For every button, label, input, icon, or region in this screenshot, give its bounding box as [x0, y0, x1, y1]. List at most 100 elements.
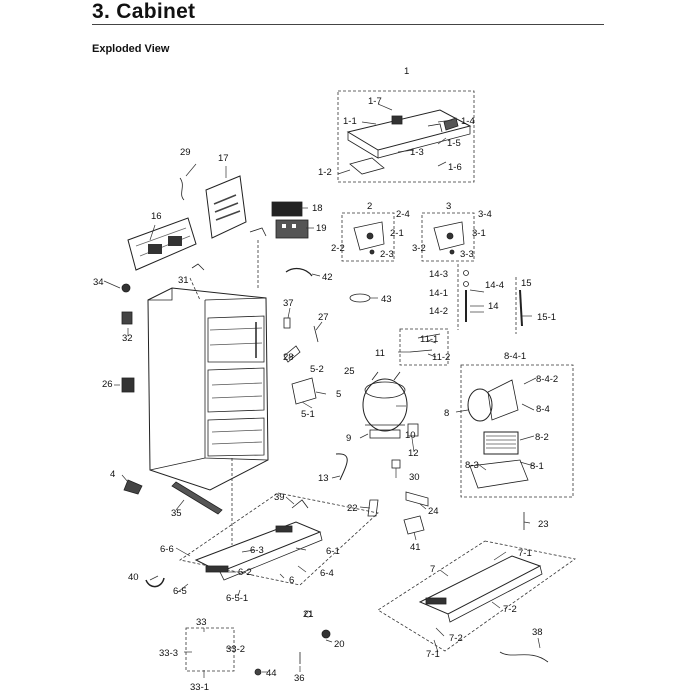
label-8-1: 8-1: [530, 461, 544, 472]
label-22: 22: [347, 503, 358, 514]
label-11-2: 11-2: [432, 352, 450, 363]
label-6-5-1: 6-5-1: [226, 593, 248, 604]
label-3-1: 3-1: [472, 228, 486, 239]
label-14-4: 14-4: [485, 280, 504, 291]
label-25: 25: [344, 366, 355, 377]
label-21: 21: [303, 609, 314, 620]
label-17: 17: [218, 153, 229, 164]
section-subtitle: Exploded View: [92, 43, 170, 55]
assembly-line-31: [189, 277, 201, 301]
label-1-4: 1-4: [461, 116, 475, 127]
label-7-2a: 7-2: [503, 604, 517, 615]
label-2-1: 2-1: [390, 228, 404, 239]
label-5: 5: [336, 389, 341, 400]
label-14-2: 14-2: [429, 306, 448, 317]
label-5-1: 5-1: [301, 409, 315, 420]
label-7-2b: 7-2: [449, 633, 463, 644]
label-36: 36: [294, 673, 305, 684]
label-10: 10: [405, 430, 416, 441]
label-32: 32: [122, 333, 133, 344]
label-31: 31: [178, 275, 189, 286]
label-28: 28: [283, 352, 294, 363]
label-11-1: 11-1: [420, 334, 438, 345]
label-1-5: 1-5: [447, 138, 461, 149]
label-1: 1: [404, 66, 409, 77]
label-19: 19: [316, 223, 327, 234]
label-6-5: 6-5: [173, 586, 187, 597]
wire-29: [179, 177, 185, 201]
label-8-3: 8-3: [465, 460, 479, 471]
label-4: 4: [110, 469, 115, 480]
label-3: 3: [446, 201, 451, 212]
label-33-2: 33-2: [226, 644, 245, 655]
hinge-3: [433, 221, 465, 255]
label-14: 14: [488, 301, 499, 312]
label-9: 9: [346, 433, 351, 444]
assembly-box-2: [341, 212, 395, 262]
label-13: 13: [318, 473, 329, 484]
small-parts: [121, 227, 549, 676]
label-26: 26: [102, 379, 113, 390]
label-6-3: 6-3: [250, 545, 264, 556]
label-7-1a: 7-1: [518, 548, 532, 559]
base-plate-6: [194, 521, 323, 581]
label-6-2: 6-2: [238, 567, 252, 578]
panel-16: [127, 217, 197, 271]
label-6-6: 6-6: [160, 544, 174, 555]
panel-17: [205, 175, 247, 239]
assembly-box-11: [399, 328, 449, 366]
label-34: 34: [93, 277, 104, 288]
label-6-1: 6-1: [326, 546, 340, 557]
title-divider: [92, 24, 604, 25]
label-35: 35: [171, 508, 182, 519]
condenser-8: [467, 379, 529, 489]
label-5-2: 5-2: [310, 364, 324, 375]
label-43: 43: [381, 294, 392, 305]
page-title: 3. Cabinet: [92, 0, 196, 23]
label-41: 41: [410, 542, 421, 553]
label-8-4: 8-4: [536, 404, 550, 415]
base-plate-7: [418, 555, 543, 623]
label-42: 42: [322, 272, 333, 283]
leader-lines: [103, 103, 541, 678]
module-18-19: [271, 201, 309, 239]
assembly-lines-14-15: [457, 264, 517, 334]
label-11: 11: [375, 348, 385, 359]
label-24: 24: [428, 506, 439, 517]
label-7: 7: [430, 564, 435, 575]
label-8: 8: [444, 408, 449, 419]
label-1-6: 1-6: [448, 162, 462, 173]
bracket-1: [346, 109, 472, 175]
label-29: 29: [180, 147, 191, 158]
assembly-boxes: [178, 90, 576, 672]
label-15: 15: [521, 278, 532, 289]
label-38: 38: [532, 627, 543, 638]
assembly-box-7: [377, 540, 576, 652]
label-1-7: 1-7: [368, 96, 382, 107]
hinge-2: [353, 221, 385, 255]
label-23: 23: [538, 519, 549, 530]
assembly-box-33: [185, 627, 235, 672]
part-labels: 1 1-7 1-1 1-4 1-5 1-3 1-2 1-6 29 17 16 1…: [93, 66, 558, 693]
label-1-2: 1-2: [318, 167, 332, 178]
label-30: 30: [409, 472, 420, 483]
label-2-2: 2-2: [331, 243, 345, 254]
assembly-box-3: [421, 212, 475, 262]
label-8-4-2: 8-4-2: [536, 374, 558, 385]
label-3-4: 3-4: [478, 209, 492, 220]
assembly-box-6: [178, 492, 379, 586]
label-27: 27: [318, 312, 329, 323]
label-1-3: 1-3: [410, 147, 424, 158]
label-3-2: 3-2: [412, 243, 426, 254]
cabinet-body: [147, 287, 269, 491]
assembly-box-1: [337, 90, 475, 183]
label-8-4-1: 8-4-1: [504, 351, 526, 362]
label-33-1: 33-1: [190, 682, 209, 693]
label-40: 40: [128, 572, 139, 583]
label-2-4: 2-4: [396, 209, 410, 220]
compressor-10: [362, 371, 408, 439]
label-37: 37: [283, 298, 294, 309]
label-3-3: 3-3: [460, 249, 474, 260]
label-44: 44: [266, 668, 277, 679]
